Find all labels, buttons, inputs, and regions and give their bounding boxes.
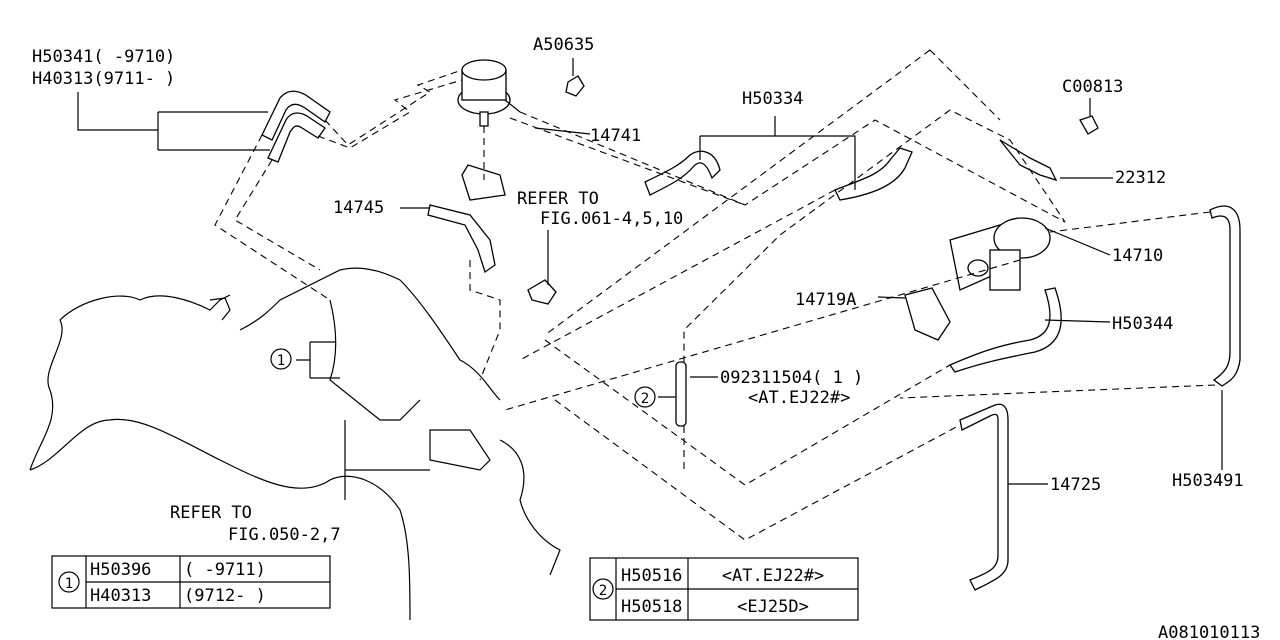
label-14719a: 14719A (795, 290, 856, 310)
table-callout-1: 1 H50396 ( -9711) H40313 (9712- ) (51, 555, 331, 609)
label-fig-050: FIG.050-2,7 (228, 525, 341, 545)
label-h50344: H50344 (1112, 314, 1173, 334)
bolt (527, 279, 557, 305)
label-a50635: A50635 (533, 35, 594, 55)
table-callout-2: 2 H50516 <AT.EJ22#> H50518 <EJ25D> (589, 557, 859, 621)
hose-h40313 (267, 112, 326, 163)
hose-h50344 (949, 287, 1062, 373)
engine-detail (209, 297, 561, 576)
table1-row1-part: H50396 (90, 560, 151, 580)
label-at-ej22: <AT.EJ22#> (748, 388, 850, 408)
dashed-paths (214, 49, 1216, 541)
hose-h50334-a (644, 150, 721, 196)
callout-circle-1 (270, 348, 292, 370)
clip-a50635 (565, 75, 585, 97)
bracket-14745 (427, 164, 506, 274)
gasket-14719a (904, 287, 951, 341)
table2-callout: 2 (599, 583, 607, 599)
label-14741: 14741 (590, 126, 641, 146)
label-14725: 14725 (1050, 475, 1101, 495)
callout-1: 1 (277, 353, 285, 369)
table1-row2-range: (9712- ) (184, 586, 266, 606)
diagram-id: A081010113 (1158, 623, 1260, 640)
hose-h50334-b (834, 147, 913, 201)
table2-row2-spec: <EJ25D> (737, 597, 809, 617)
table2-row1-spec: <AT.EJ22#> (722, 566, 824, 586)
table1-callout: 1 (65, 576, 73, 592)
table2-row2-part: H50518 (621, 597, 682, 617)
label-h503491: H503491 (1172, 471, 1244, 491)
damper-092311504 (675, 361, 687, 427)
label-fig-061: FIG.061-4,5,10 (540, 209, 683, 229)
table2-row1-part: H50516 (621, 566, 682, 586)
callout-circle-2 (634, 386, 656, 408)
egr-valve-14710 (949, 217, 1051, 291)
pipe-14725 (959, 403, 1009, 591)
engine-outline (29, 267, 501, 621)
label-h50341: H50341( -9710) (32, 47, 175, 67)
hose-h503491 (1209, 205, 1241, 387)
leader-lines (77, 58, 1223, 500)
label-14745: 14745 (333, 198, 384, 218)
clip-c00813 (1079, 115, 1099, 135)
label-14710: 14710 (1112, 246, 1163, 266)
hose-h50341 (261, 90, 331, 141)
table1-row2-part: H40313 (90, 586, 151, 606)
vacuum-valve-14741 (457, 59, 521, 127)
sensor-22312 (999, 139, 1058, 182)
label-c00813: C00813 (1062, 77, 1123, 97)
label-22312: 22312 (1115, 168, 1166, 188)
label-refer-to-2: REFER TO (170, 503, 252, 523)
label-h50334: H50334 (742, 89, 803, 109)
label-refer-to-1: REFER TO (517, 189, 599, 209)
label-092311504: 092311504( 1 ) (720, 368, 863, 388)
label-h40313: H40313(9711- ) (32, 69, 175, 89)
table1-row1-range: ( -9711) (184, 560, 266, 580)
callout-2: 2 (641, 391, 649, 407)
